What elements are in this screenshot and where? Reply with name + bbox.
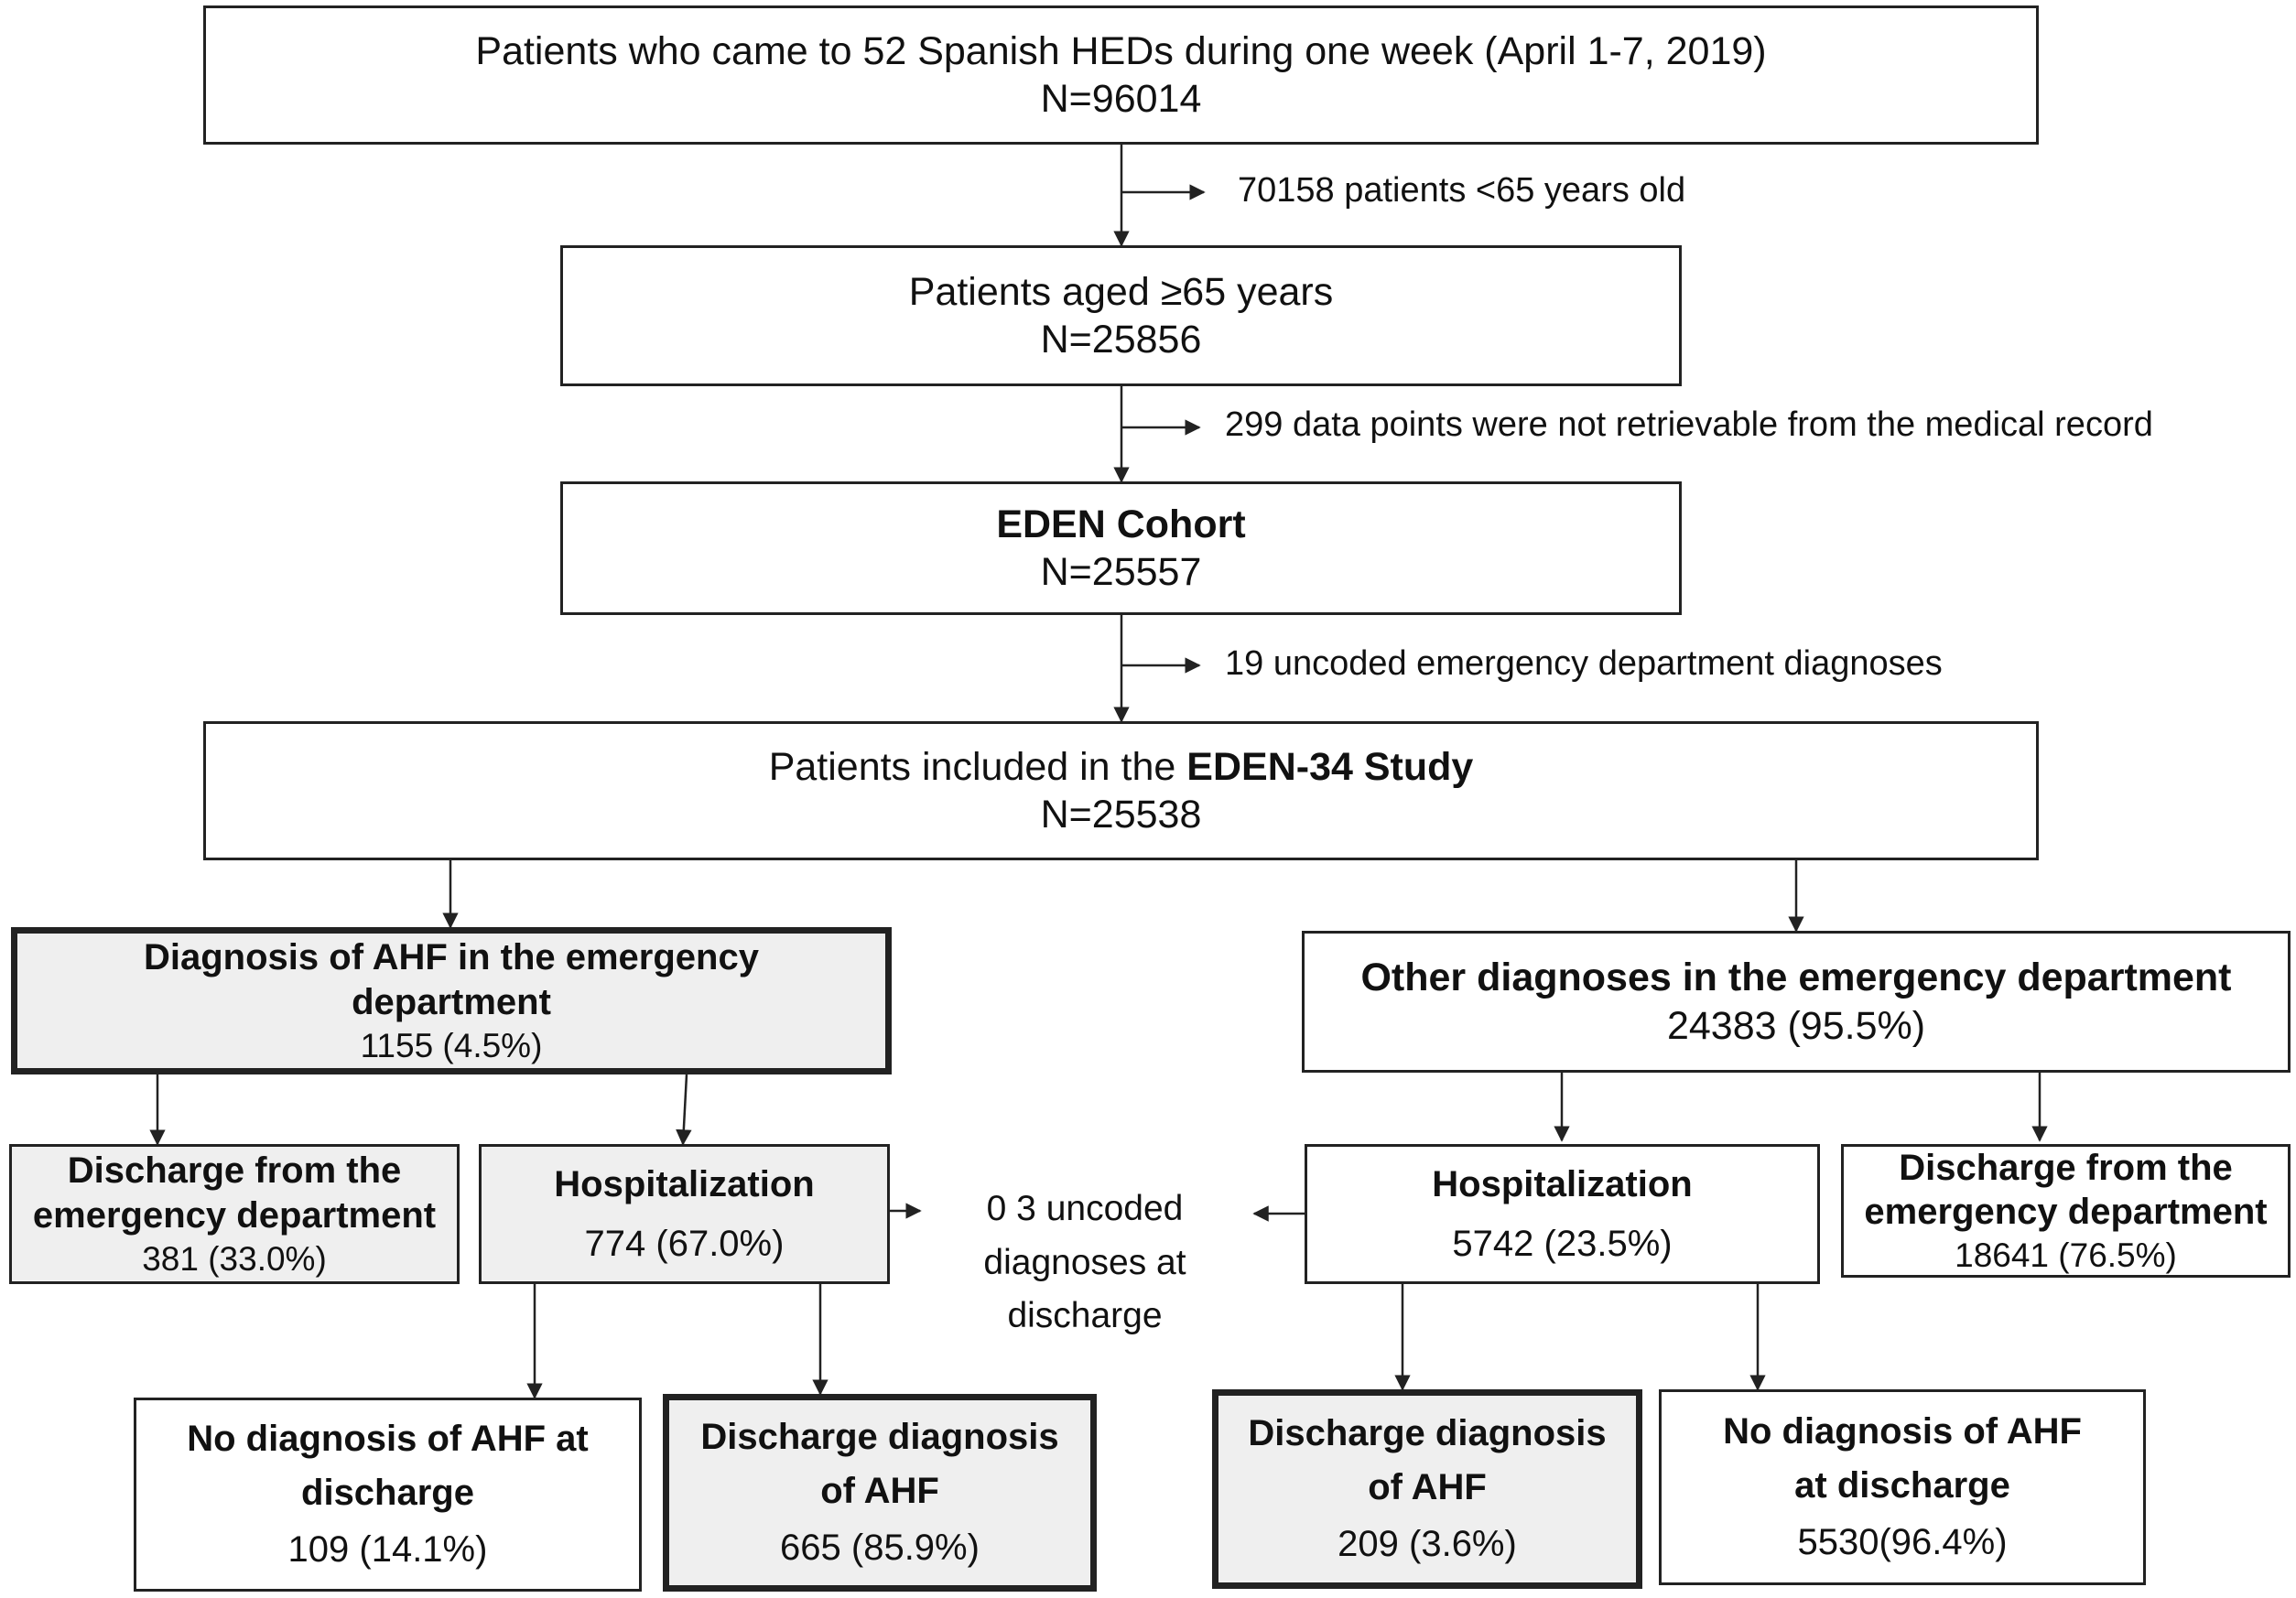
uncoded-line1: 0 3 uncoded (986, 1189, 1184, 1228)
included-title: Patients included in the EDEN-34 Study (769, 743, 1474, 791)
uncoded-line3: discharge (1007, 1296, 1163, 1335)
included-title-study: EDEN-34 Study (1186, 744, 1474, 789)
uncoded-line2: diagnoses at (983, 1242, 1186, 1282)
eden-cohort-count: N=25557 (1040, 550, 1202, 594)
left-discharge-value: 381 (33.0%) (142, 1239, 327, 1278)
right-ahf-line2: of AHF (1368, 1466, 1487, 1507)
left-discharge-line1: Discharge from the (67, 1150, 402, 1192)
total-patients-title: Patients who came to 52 Spanish HEDs dur… (475, 28, 1767, 73)
exclusion-not-retrievable: 299 data points were not retrievable fro… (1225, 405, 2153, 444)
exclusion-under-65: 70158 patients <65 years old (1238, 171, 1686, 210)
left-hosp-title: Hospitalization (554, 1163, 815, 1204)
ahf-ed-line1: Diagnosis of AHF in the emergency (144, 937, 759, 978)
left-ahf-line1: Discharge diagnosis (700, 1416, 1059, 1457)
right-hosp-box: Hospitalization 5742 (23.5%) (1305, 1144, 1820, 1284)
right-discharge-line2: emergency department (1864, 1192, 2268, 1233)
included-title-prefix: Patients included in the (768, 744, 1187, 789)
exclusion-uncoded-ed: 19 uncoded emergency department diagnose… (1225, 644, 1943, 683)
other-ed-value: 24383 (95.5%) (1666, 1003, 1926, 1048)
left-no-ahf-line2: discharge (301, 1472, 474, 1513)
left-ahf-box: Discharge diagnosis of AHF 665 (85.9%) (663, 1394, 1097, 1592)
left-ahf-line2: of AHF (820, 1470, 939, 1511)
included-count: N=25538 (1040, 793, 1202, 837)
left-discharge-box: Discharge from the emergency department … (9, 1144, 460, 1284)
total-patients-box: Patients who came to 52 Spanish HEDs dur… (203, 5, 2039, 145)
other-ed-title: Other diagnoses in the emergency departm… (1360, 956, 2232, 1000)
aged-65-count: N=25856 (1040, 318, 1202, 362)
other-ed-box: Other diagnoses in the emergency departm… (1302, 931, 2291, 1073)
included-box: Patients included in the EDEN-34 Study N… (203, 721, 2039, 860)
right-ahf-value: 209 (3.6%) (1338, 1524, 1517, 1565)
left-no-ahf-line1: No diagnosis of AHF at (187, 1418, 589, 1459)
left-hosp-value: 774 (67.0%) (584, 1223, 785, 1264)
right-ahf-box: Discharge diagnosis of AHF 209 (3.6%) (1212, 1389, 1642, 1589)
right-no-ahf-line2: at discharge (1794, 1464, 2010, 1506)
left-discharge-line2: emergency department (32, 1194, 437, 1236)
ahf-ed-value: 1155 (4.5%) (360, 1026, 543, 1064)
left-no-ahf-box: No diagnosis of AHF at discharge 109 (14… (134, 1398, 642, 1592)
left-no-ahf-value: 109 (14.1%) (287, 1529, 488, 1571)
ahf-ed-line2: department (352, 981, 551, 1022)
aged-65-title: Patients aged ≥65 years (908, 269, 1334, 314)
ahf-ed-box: Diagnosis of AHF in the emergency depart… (11, 927, 892, 1074)
left-ahf-value: 665 (85.9%) (780, 1528, 980, 1569)
eden-cohort-title: EDEN Cohort (996, 502, 1246, 546)
right-no-ahf-box: No diagnosis of AHF at discharge 5530(96… (1659, 1389, 2146, 1585)
left-hosp-box: Hospitalization 774 (67.0%) (479, 1144, 890, 1284)
total-patients-count: N=96014 (1040, 77, 1202, 121)
right-hosp-value: 5742 (23.5%) (1452, 1223, 1673, 1264)
right-hosp-title: Hospitalization (1432, 1163, 1693, 1204)
eden-cohort-box: EDEN Cohort N=25557 (560, 481, 1682, 615)
right-discharge-box: Discharge from the emergency department … (1841, 1144, 2291, 1278)
right-no-ahf-value: 5530(96.4%) (1797, 1522, 2008, 1563)
right-discharge-value: 18641 (76.5%) (1955, 1236, 2177, 1275)
right-ahf-line1: Discharge diagnosis (1248, 1412, 1607, 1453)
aged-65-box: Patients aged ≥65 years N=25856 (560, 245, 1682, 386)
right-no-ahf-line1: No diagnosis of AHF (1723, 1410, 2082, 1452)
arrow-ahf-to-hosp (676, 1074, 692, 1146)
uncoded-discharge-note: 0 3 uncoded diagnoses at discharge (920, 1182, 1250, 1344)
right-discharge-line1: Discharge from the (1899, 1147, 2233, 1188)
